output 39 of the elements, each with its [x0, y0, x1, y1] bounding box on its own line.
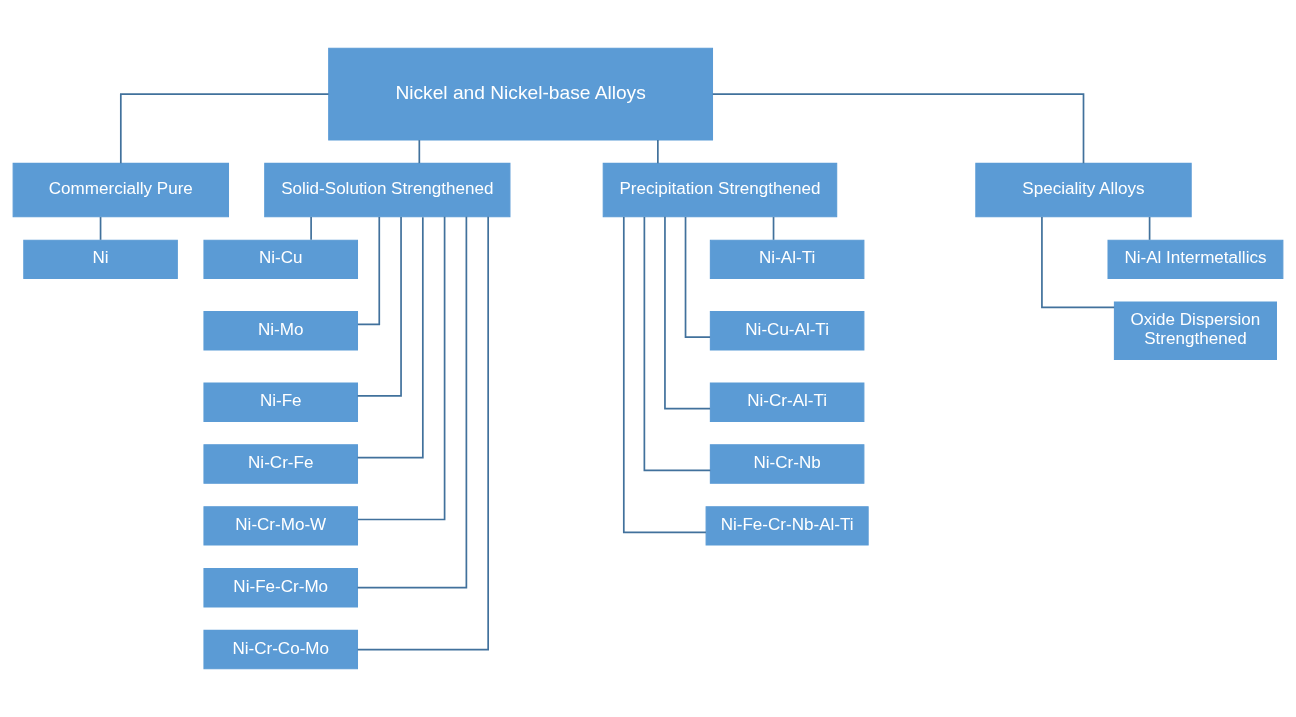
- connector: [119, 93, 330, 165]
- node-box: Ni-Mo: [203, 311, 359, 351]
- node-box: Speciality Alloys: [975, 162, 1192, 218]
- connector: [418, 139, 421, 164]
- node-box: Ni: [23, 239, 178, 280]
- node-box: Ni-Cr-Mo-W: [203, 506, 359, 546]
- connector: [711, 93, 1085, 165]
- node-box: Oxide Dispersion Strengthened: [1113, 301, 1277, 361]
- connector: [357, 215, 446, 521]
- node-box: Nickel and Nickel-base Alloys: [328, 47, 714, 141]
- node-box: Ni-Al-Ti: [709, 239, 865, 280]
- node-box: Ni-Fe: [203, 382, 359, 422]
- node-box: Ni-Al Intermetallics: [1107, 239, 1284, 280]
- node-box: Ni-Cr-Co-Mo: [203, 629, 359, 670]
- connector: [356, 215, 489, 651]
- connector: [357, 216, 381, 326]
- connector: [643, 216, 712, 472]
- connector: [622, 216, 707, 534]
- node-box: Ni-Cr-Al-Ti: [709, 382, 865, 422]
- connector: [356, 215, 468, 589]
- node-box: Solid-Solution Strengthened: [264, 162, 511, 218]
- node-box: Ni-Cu: [203, 239, 359, 280]
- node-box: Ni-Cr-Nb: [709, 444, 865, 484]
- node-box: Ni-Fe-Cr-Nb-Al-Ti: [705, 506, 869, 546]
- node-box: Ni-Cu-Al-Ti: [709, 311, 865, 351]
- connector: [356, 216, 424, 459]
- connector: [772, 216, 775, 241]
- connector: [664, 216, 711, 410]
- connector: [310, 216, 312, 241]
- connector: [1148, 216, 1151, 241]
- connector: [684, 216, 711, 339]
- node-box: Precipitation Strengthened: [602, 162, 838, 218]
- connector: [356, 216, 402, 397]
- connector: [99, 216, 102, 241]
- node-box: Commercially Pure: [12, 162, 230, 218]
- node-box: Ni-Fe-Cr-Mo: [203, 568, 359, 608]
- connector: [657, 139, 659, 164]
- connector: [1041, 216, 1116, 309]
- node-box: Ni-Cr-Fe: [203, 444, 359, 484]
